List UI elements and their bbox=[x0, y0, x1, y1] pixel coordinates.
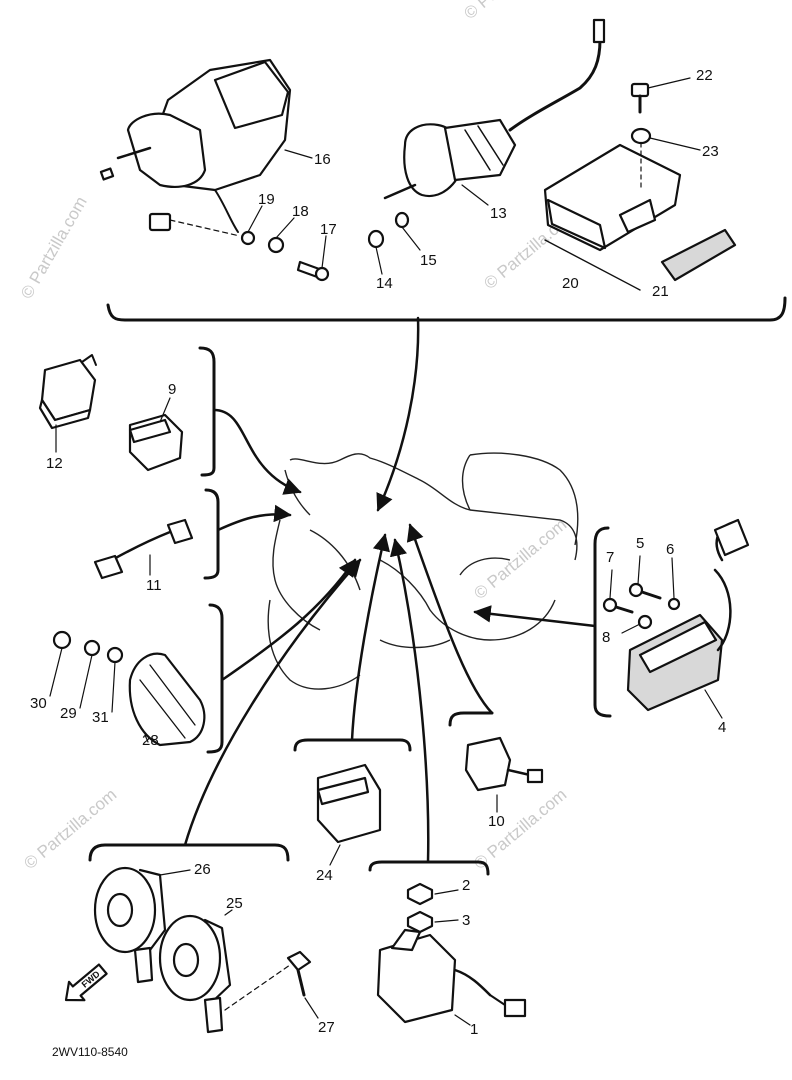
callout-26: 26 bbox=[194, 861, 211, 878]
part-4-regulator bbox=[626, 518, 750, 712]
callout-9: 9 bbox=[168, 381, 176, 398]
callout-2: 2 bbox=[462, 877, 470, 894]
part-25-horn bbox=[158, 914, 232, 1034]
watermark: © Partzilla.com bbox=[470, 785, 570, 873]
part-10-relay bbox=[464, 736, 544, 792]
bracket-11 bbox=[203, 488, 220, 580]
callout-3: 3 bbox=[462, 912, 470, 929]
part-3-nut bbox=[406, 910, 434, 934]
callout-18: 18 bbox=[292, 203, 309, 220]
callout-22: 22 bbox=[696, 67, 713, 84]
top-group-bracket bbox=[106, 296, 787, 322]
motorcycle-frame-outline bbox=[267, 452, 579, 690]
diagram-code: 2WV110-8540 bbox=[52, 1045, 128, 1059]
callout-5: 5 bbox=[636, 535, 644, 552]
callout-13: 13 bbox=[490, 205, 507, 222]
part-21-connector-cover bbox=[660, 228, 737, 282]
callout-31: 31 bbox=[92, 709, 109, 726]
bracket-9-12 bbox=[198, 346, 216, 477]
part-29-washer bbox=[83, 639, 101, 657]
part-9-flasher-relay bbox=[128, 413, 184, 472]
callout-8: 8 bbox=[602, 629, 610, 646]
part-20-control-unit bbox=[543, 143, 682, 291]
watermark: © Partzilla.com bbox=[20, 785, 120, 873]
callout-28: 28 bbox=[142, 732, 159, 749]
part-16-sensor-assembly bbox=[99, 58, 313, 237]
callout-20: 20 bbox=[562, 275, 579, 292]
callout-24: 24 bbox=[316, 867, 333, 884]
watermark: © Partzilla.com bbox=[17, 193, 91, 302]
callout-21: 21 bbox=[652, 283, 669, 300]
callout-10: 10 bbox=[488, 813, 505, 830]
part-12-relay bbox=[38, 354, 97, 430]
part-1-starter-relay bbox=[376, 928, 527, 1024]
callout-27: 27 bbox=[318, 1019, 335, 1036]
parts-5-to-8-hardware bbox=[602, 582, 681, 630]
callout-30: 30 bbox=[30, 695, 47, 712]
watermark: © Partzilla.com bbox=[460, 0, 560, 23]
part-28-reflector bbox=[128, 652, 206, 747]
callout-7: 7 bbox=[606, 549, 614, 566]
callout-16: 16 bbox=[314, 151, 331, 168]
part-15-washer bbox=[394, 211, 410, 229]
callout-19: 19 bbox=[258, 191, 275, 208]
bracket-10 bbox=[448, 711, 494, 727]
callout-15: 15 bbox=[420, 252, 437, 269]
part-27-bolt bbox=[224, 950, 312, 1011]
bracket-4-8 bbox=[593, 526, 612, 718]
bracket-24 bbox=[293, 738, 412, 752]
hardware-17-18-19 bbox=[240, 230, 330, 282]
part-30-nut bbox=[52, 630, 72, 650]
part-22-screw bbox=[630, 77, 691, 114]
part-14-washer bbox=[367, 229, 385, 249]
forward-direction-arrow: FWD bbox=[64, 963, 108, 1002]
callout-leaders bbox=[49, 205, 723, 1026]
callout-12: 12 bbox=[46, 455, 63, 472]
part-31-washer bbox=[106, 646, 124, 664]
part-24-relay bbox=[316, 763, 382, 844]
callout-17: 17 bbox=[320, 221, 337, 238]
part-13-actuator bbox=[383, 18, 606, 206]
callout-23: 23 bbox=[702, 143, 719, 160]
part-11-wire-lead bbox=[93, 518, 194, 580]
callout-14: 14 bbox=[376, 275, 393, 292]
callout-4: 4 bbox=[718, 719, 726, 736]
bracket-28-31 bbox=[206, 603, 224, 754]
callout-25: 25 bbox=[226, 895, 243, 912]
callout-11: 11 bbox=[146, 577, 162, 594]
part-23-collar bbox=[630, 127, 652, 145]
bracket-1-3 bbox=[368, 860, 490, 876]
part-26-horn bbox=[93, 866, 167, 984]
bracket-25-27 bbox=[88, 843, 290, 862]
callout-1: 1 bbox=[470, 1021, 478, 1038]
callout-29: 29 bbox=[60, 705, 77, 722]
part-2-nut bbox=[406, 882, 434, 906]
callout-6: 6 bbox=[666, 541, 674, 558]
callout-labels: 1 2 3 4 5 6 7 8 9 10 11 12 13 14 15 16 1… bbox=[30, 67, 726, 1038]
